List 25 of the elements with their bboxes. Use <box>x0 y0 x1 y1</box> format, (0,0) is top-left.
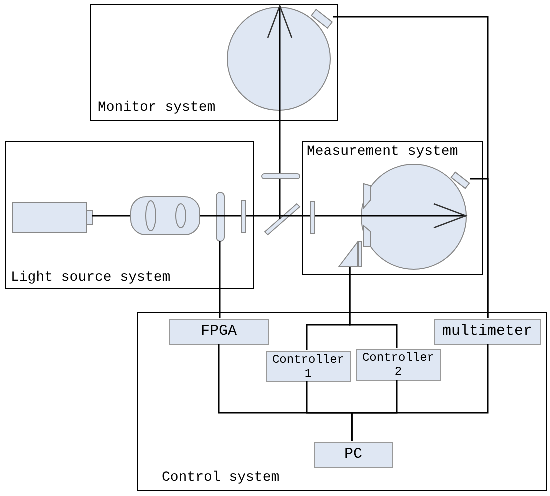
module-box: Controller 1 <box>266 351 351 382</box>
connector-line <box>219 241 221 318</box>
system-title: Monitor system <box>98 100 216 116</box>
light-beam-arrow <box>267 5 293 220</box>
system-box <box>302 141 483 275</box>
module-box: Controller 2 <box>356 349 441 381</box>
beam-splitter-icon <box>264 204 300 235</box>
system-title: Control system <box>162 470 280 486</box>
stage-icon <box>338 241 363 268</box>
connector-line <box>351 380 398 441</box>
integrating-sphere-icon <box>361 164 467 270</box>
module-box: multimeter <box>434 319 541 345</box>
detector-icon <box>310 8 334 30</box>
laser-icon <box>12 202 93 233</box>
system-title: Light source system <box>11 270 171 286</box>
module-box: FPGA <box>169 319 269 345</box>
connector-line <box>349 267 398 348</box>
integrating-sphere-icon <box>227 7 331 111</box>
system-box <box>5 141 254 289</box>
chopper-icon <box>216 192 225 242</box>
system-box <box>137 312 547 491</box>
module-box: PC <box>314 442 393 468</box>
system-box <box>90 4 338 121</box>
system-title: Measurement system <box>307 144 458 160</box>
connector-line <box>470 178 489 318</box>
